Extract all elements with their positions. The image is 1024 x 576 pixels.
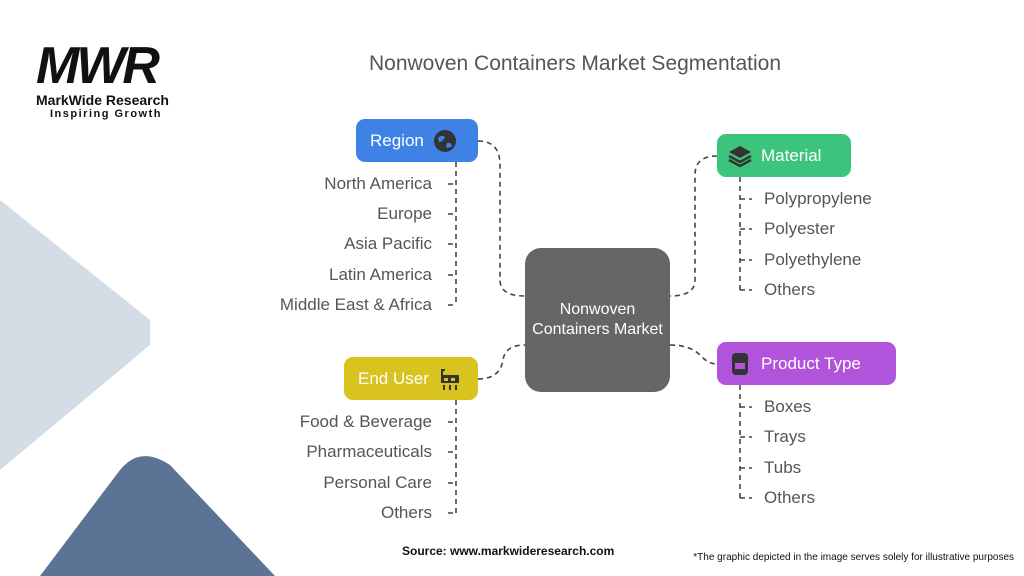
end-user-node: End User — [344, 357, 478, 400]
end-user-label: End User — [358, 368, 429, 388]
region-item: Asia Pacific — [344, 234, 432, 253]
source-text: Source: www.markwideresearch.com — [402, 544, 615, 558]
product-type-label: Product Type — [761, 353, 861, 373]
material-item: Polypropylene — [764, 189, 872, 208]
logo-mark: MWR — [36, 37, 160, 95]
footnote: *The graphic depicted in the image serve… — [693, 552, 1014, 563]
material-label: Material — [761, 145, 822, 165]
material-item: Polyethylene — [764, 250, 862, 269]
end-user-item: Personal Care — [323, 473, 432, 492]
logo-name: MarkWide Research — [36, 92, 169, 108]
factory-icon — [440, 368, 459, 390]
product-type-item: Trays — [764, 427, 806, 446]
material-item: Others — [764, 280, 816, 299]
region-item: North America — [324, 174, 432, 193]
region-label: Region — [370, 130, 424, 150]
product-type-item: Tubs — [764, 458, 802, 477]
layers-icon — [728, 145, 752, 167]
product-type-node: Product Type — [717, 342, 896, 385]
region-node: Region — [356, 119, 478, 162]
logo-tagline: Inspiring Growth — [50, 108, 162, 120]
material-item: Polyester — [764, 219, 835, 238]
region-item: Europe — [377, 204, 432, 223]
page-title: Nonwoven Containers Market Segmentation — [368, 52, 782, 75]
globe-icon — [433, 129, 456, 152]
end-user-item: Pharmaceuticals — [306, 442, 432, 461]
end-user-item: Others — [380, 503, 432, 522]
product-type-item: Boxes — [764, 397, 812, 416]
region-item: Middle East & Africa — [279, 295, 432, 314]
logo: MWR MarkWide Research Inspiring Growth — [36, 40, 169, 120]
end-user-item: Food & Beverage — [299, 412, 432, 431]
center-node: Nonwoven Containers Market — [525, 248, 670, 392]
region-item: Latin America — [329, 265, 432, 284]
container-icon — [732, 352, 748, 375]
product-type-item: Others — [764, 488, 816, 507]
material-node: Material — [717, 134, 851, 177]
